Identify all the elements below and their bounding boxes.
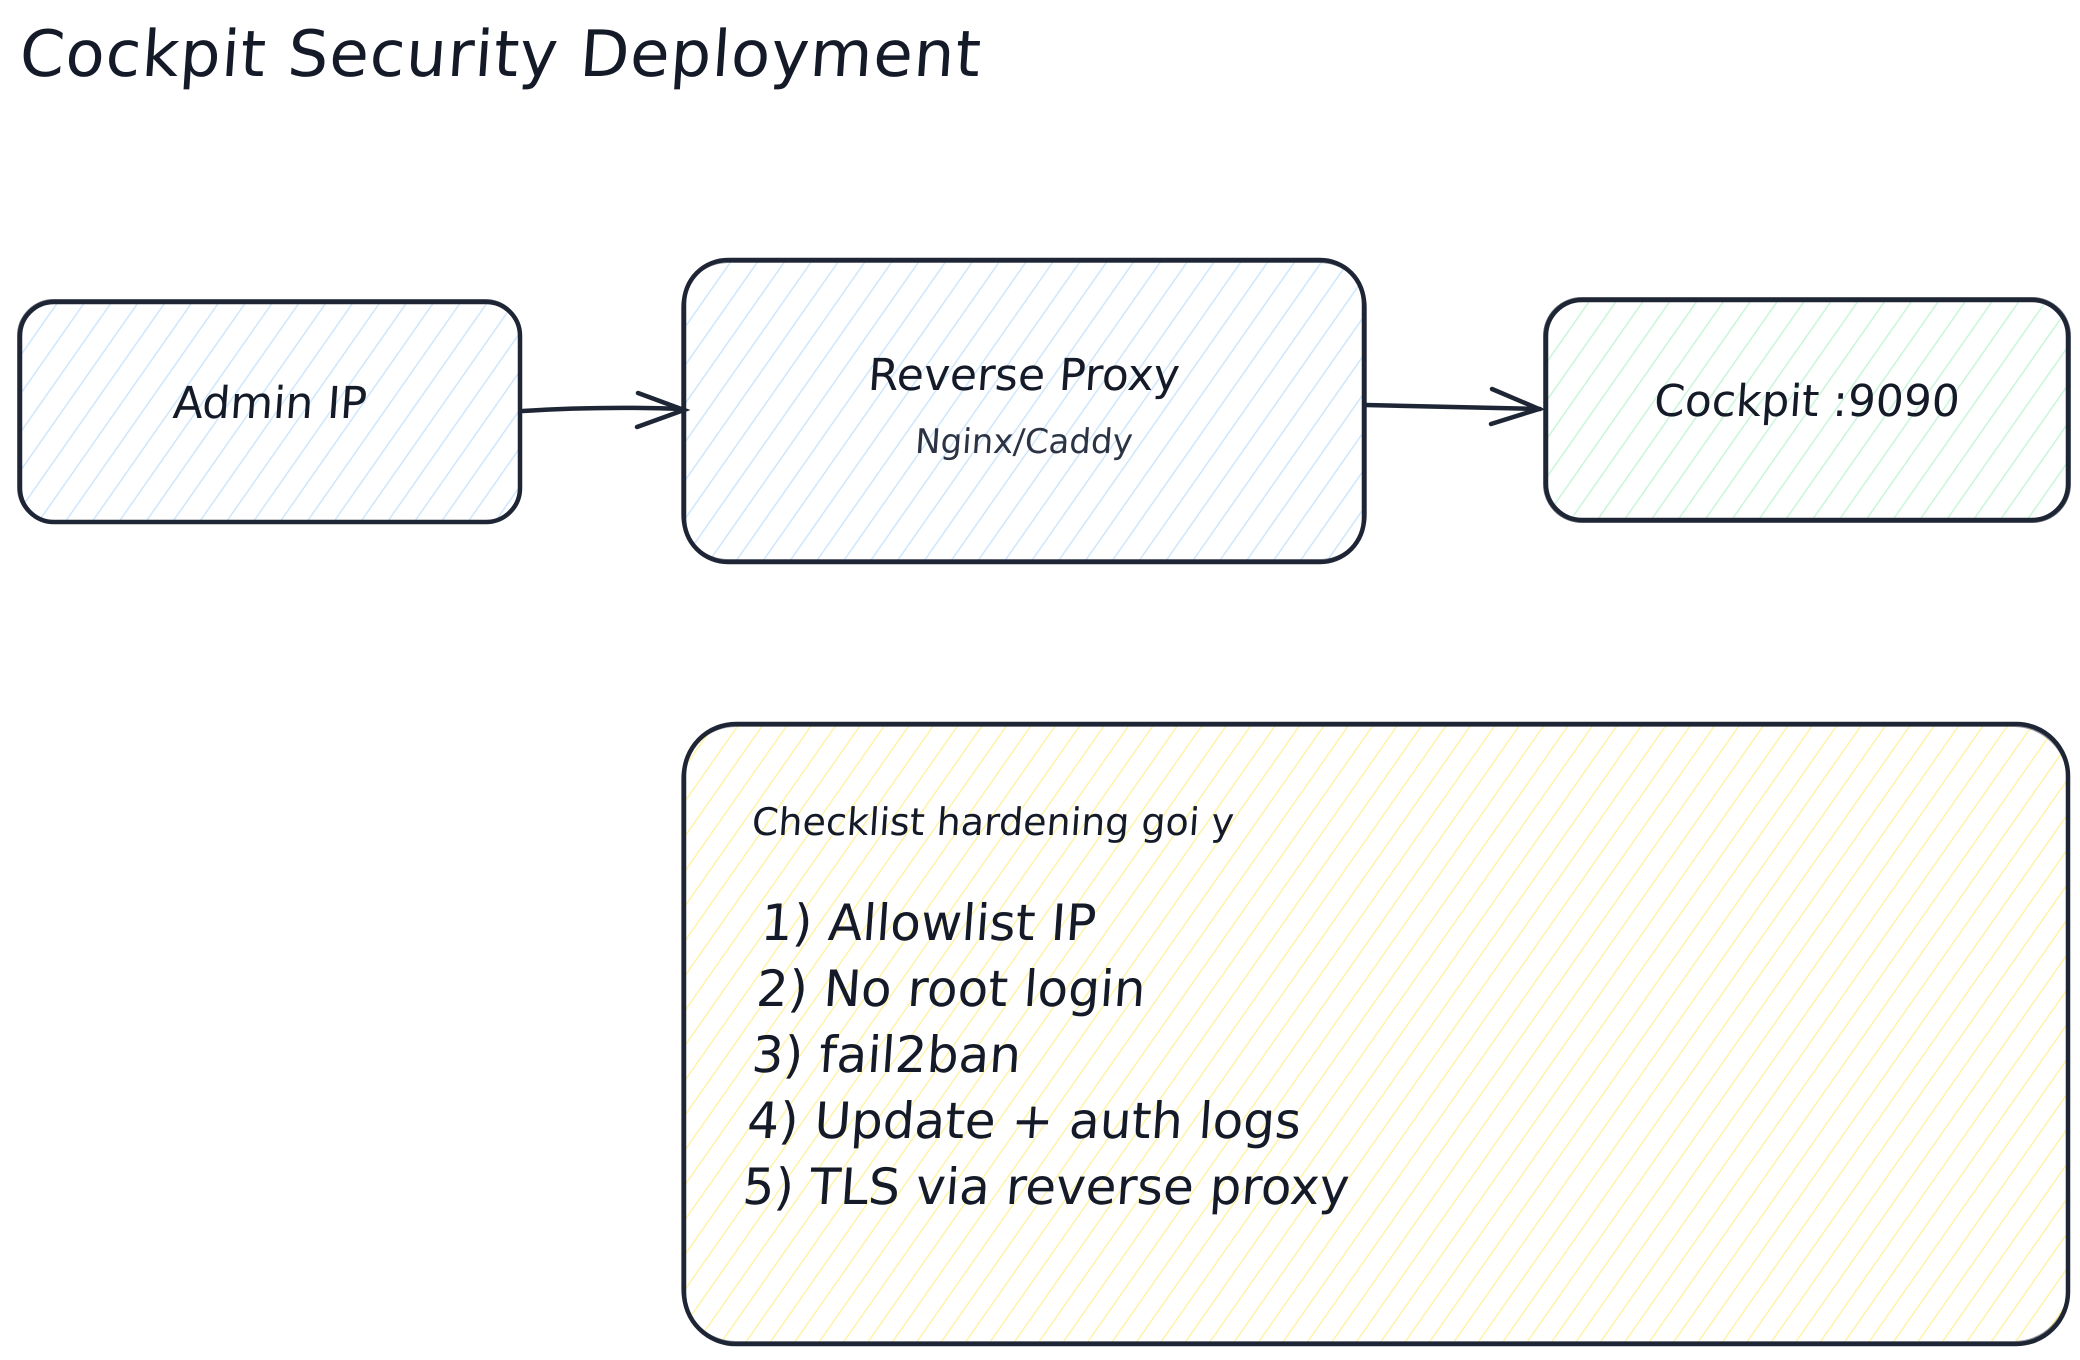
checklist-item: 5) TLS via reverse proxy bbox=[740, 1158, 1352, 1216]
node-cockpit[interactable] bbox=[1543, 297, 2071, 523]
checklist-items: 1) Allowlist IP 2) No root login 3) fail… bbox=[740, 890, 1370, 1220]
arrow-admin-to-proxy bbox=[520, 390, 691, 430]
checklist-item: 3) fail2ban bbox=[749, 1026, 1024, 1084]
node-reverse-proxy-label: Reverse Proxy bbox=[866, 350, 1182, 401]
checklist-item: 2) No root login bbox=[754, 960, 1148, 1018]
node-reverse-proxy[interactable] bbox=[681, 257, 1367, 565]
checklist-item: 4) Update + auth logs bbox=[745, 1092, 1304, 1150]
diagram-title: Cockpit Security Deployment bbox=[17, 18, 985, 92]
arrow-head-icon bbox=[634, 390, 691, 430]
arrow-shaft bbox=[520, 405, 687, 414]
node-cockpit-label: Cockpit :9090 bbox=[1652, 376, 1962, 427]
arrow-head-icon bbox=[1488, 386, 1546, 427]
node-admin-ip-label: Admin IP bbox=[171, 378, 369, 429]
node-reverse-proxy-sublabel: Nginx/Caddy bbox=[913, 422, 1135, 462]
checklist-note[interactable] bbox=[681, 721, 2071, 1347]
checklist-title: Checklist hardening goi y bbox=[750, 800, 1236, 844]
arrow-shaft bbox=[1363, 402, 1543, 412]
arrow-proxy-to-cockpit bbox=[1363, 386, 1546, 427]
checklist-item: 1) Allowlist IP bbox=[759, 894, 1099, 952]
node-admin-ip[interactable] bbox=[17, 299, 523, 525]
